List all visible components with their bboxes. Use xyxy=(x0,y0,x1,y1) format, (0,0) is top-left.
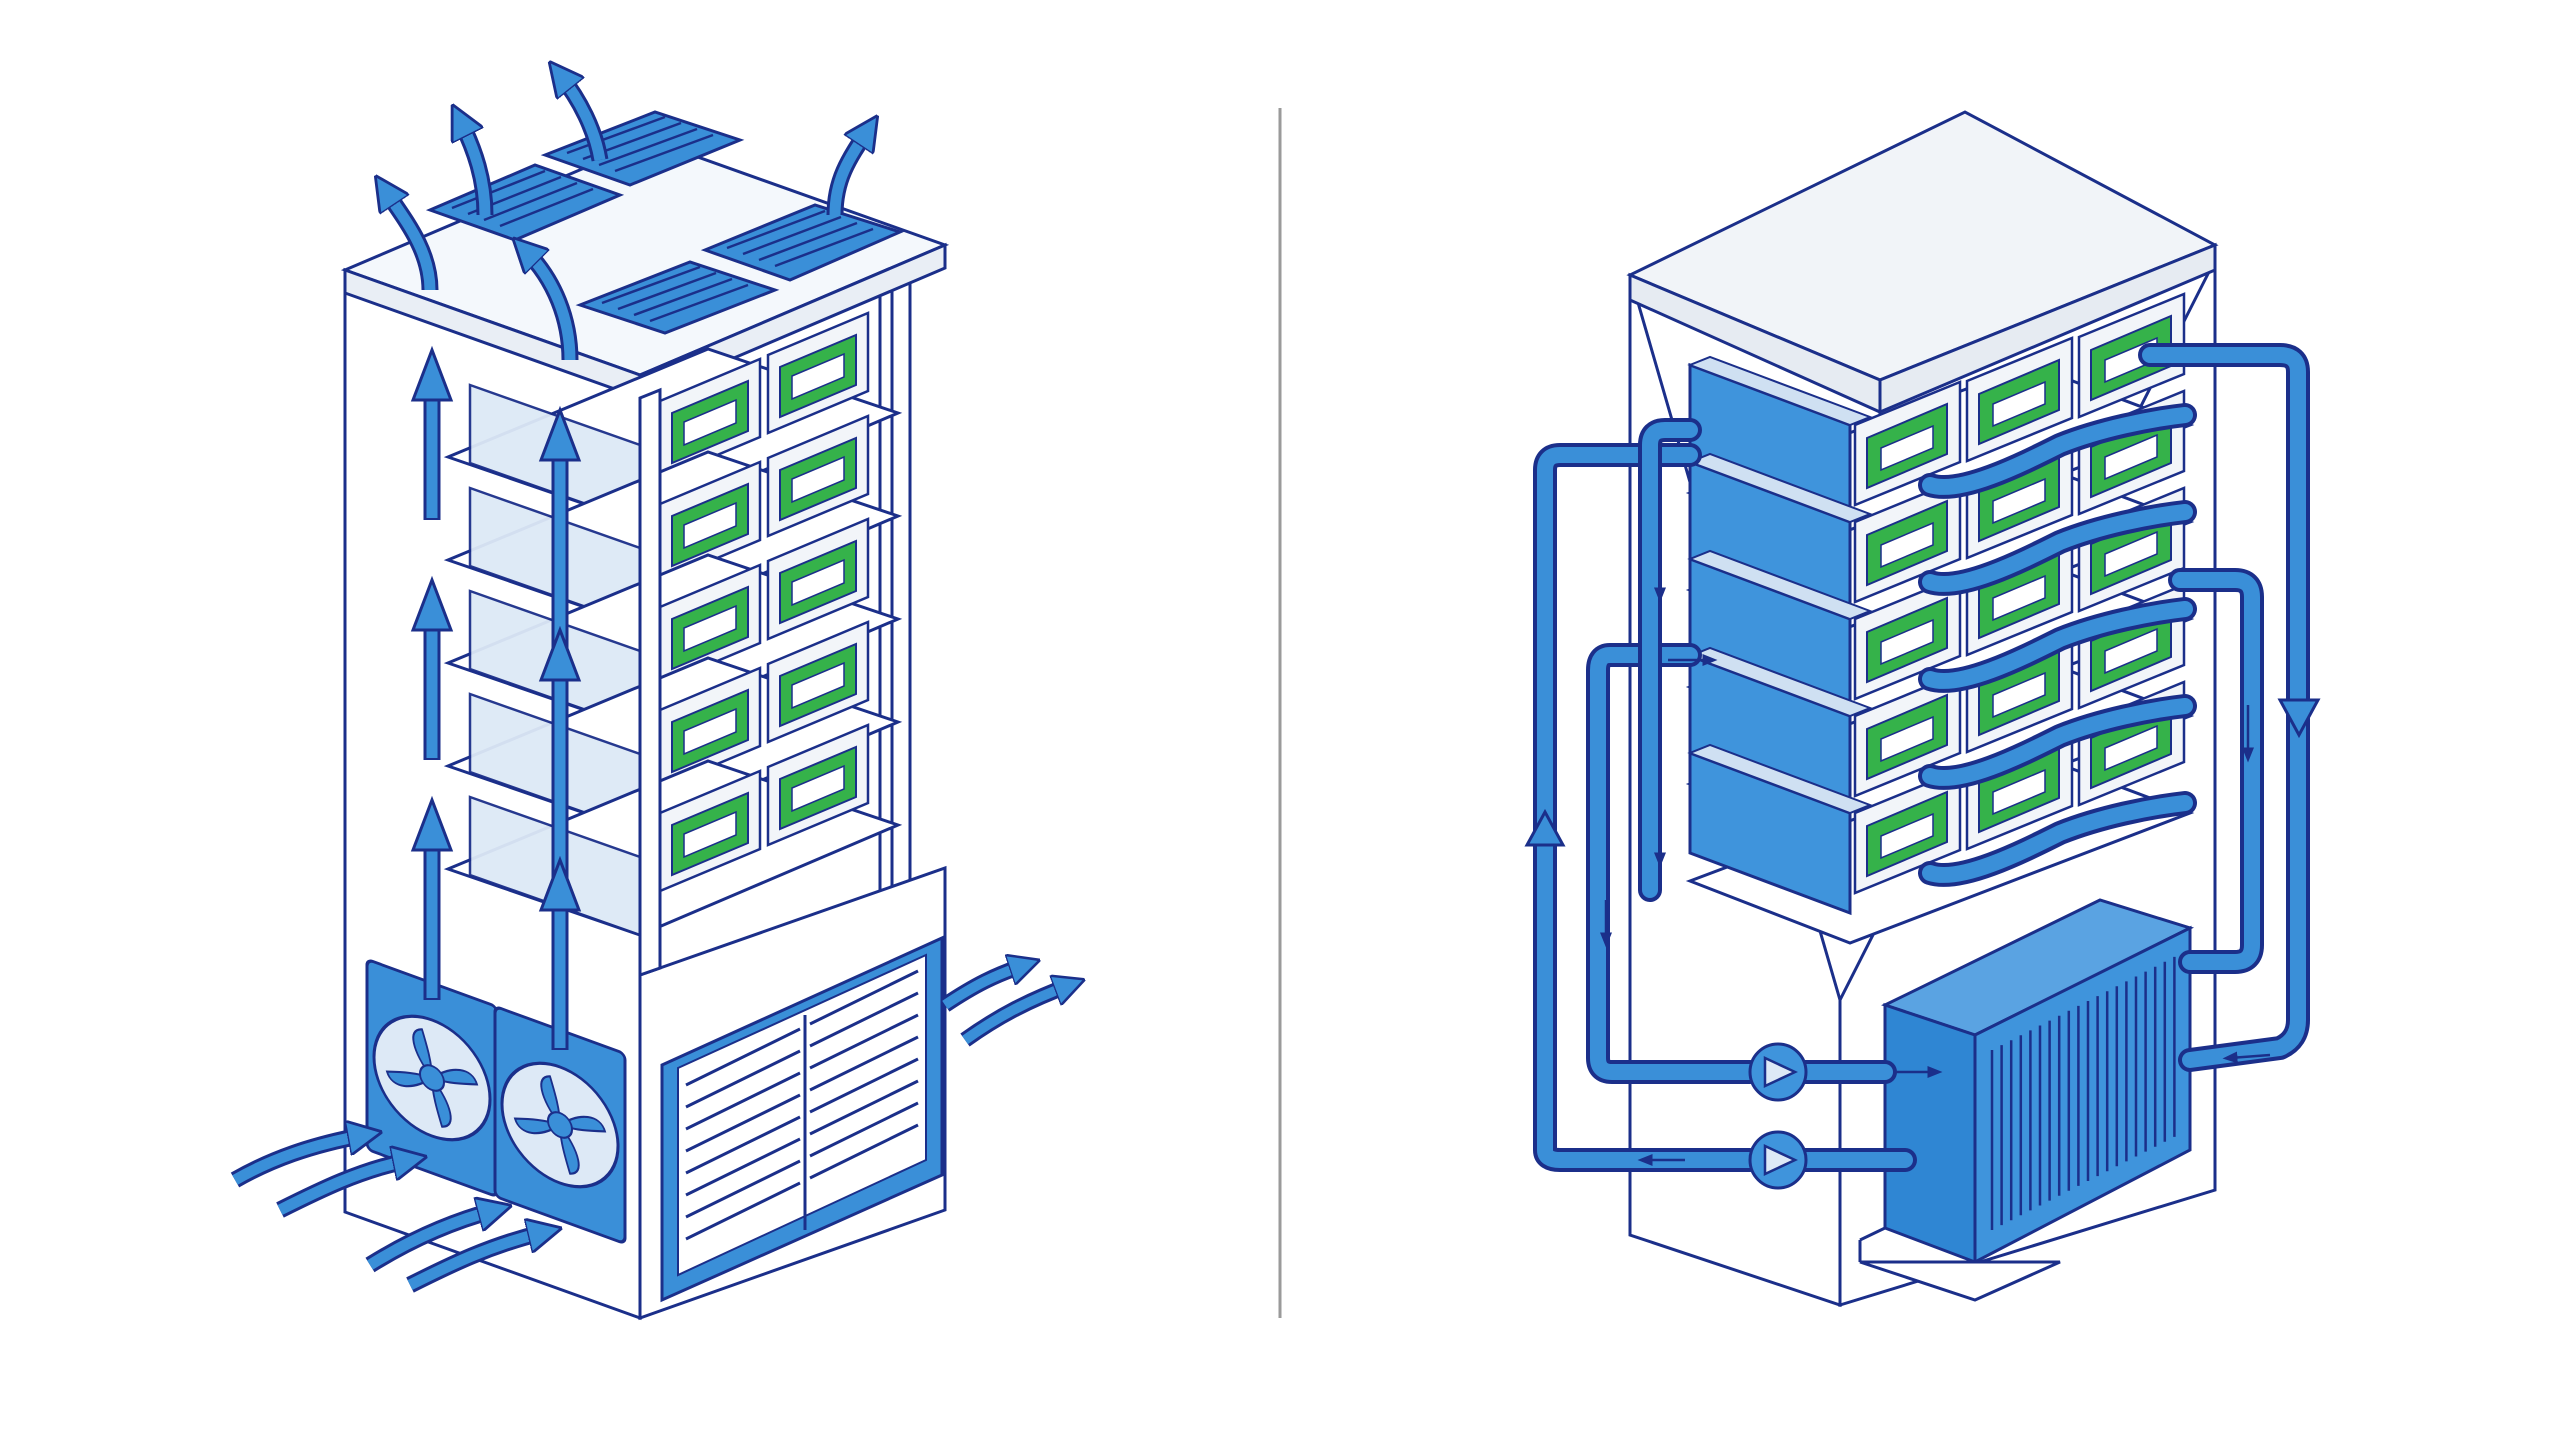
rack-rear-post xyxy=(878,233,912,971)
vent-grille-icon xyxy=(660,935,944,1303)
server-tray xyxy=(1685,680,2195,945)
louvre-slat xyxy=(685,1181,801,1241)
airflow-arrow-icon xyxy=(560,75,606,161)
louvre-slat xyxy=(685,1071,801,1131)
coolant-manifold xyxy=(1922,407,2193,495)
gpu-label-area xyxy=(791,661,845,710)
coolant-manifold xyxy=(1922,795,2193,883)
gpu-label-area xyxy=(1880,715,1934,763)
gpu-label-area xyxy=(2104,724,2158,772)
louvre-slat xyxy=(685,1093,801,1153)
vent-grille-icon xyxy=(575,260,780,335)
gpu-label-area xyxy=(1992,768,2046,816)
fan-icon xyxy=(493,1006,627,1244)
louvre-slat xyxy=(809,1123,919,1180)
gpu-label-area xyxy=(683,810,737,859)
airflow-arrow-head xyxy=(410,345,454,402)
cold-plate-top xyxy=(1687,452,1873,524)
louvre-slat xyxy=(685,1137,801,1197)
rack-top-left-edge xyxy=(1628,272,1882,415)
gpu-label-area xyxy=(1992,574,2046,622)
coolant-pipe-right-inner xyxy=(2172,572,2260,970)
airflow-arrow-icon xyxy=(829,130,868,216)
cold-plate-top xyxy=(1687,743,1873,815)
airflow-arrows-internal xyxy=(410,345,582,1050)
gpu-label-area xyxy=(1992,671,2046,719)
gpu-label-area xyxy=(1992,477,2046,525)
coolant-arrow-icon xyxy=(2222,1051,2271,1064)
pump-icon xyxy=(1748,1042,1808,1102)
coolant-manifold xyxy=(1922,698,2193,786)
coolant-arrow-icon xyxy=(2277,698,2321,739)
coolant-arrows xyxy=(1524,555,2321,1166)
airflow-arrow-head xyxy=(410,575,454,632)
airflow-arrow-icon xyxy=(232,1135,365,1185)
gpu-label-area xyxy=(1880,424,1934,472)
coolant-manifold xyxy=(1922,601,2193,689)
coolant-pipe-supply xyxy=(1590,647,1758,1080)
airflow-arrow-icon xyxy=(942,965,1025,1010)
airflow-arrows-exhaust xyxy=(385,75,868,361)
louvre-slat xyxy=(809,1079,919,1136)
airflow-arrow-head xyxy=(410,795,454,852)
gpu-label-area xyxy=(791,558,845,607)
gpu-label-area xyxy=(683,501,737,550)
cold-plate-top xyxy=(1687,646,1873,718)
coolant-pipe-right-outer xyxy=(2142,347,2306,1068)
gpu-label-area xyxy=(2104,433,2158,481)
airflow-arrows-intake xyxy=(230,1135,545,1293)
gpu-label-area xyxy=(1880,521,1934,569)
gpu-label-area xyxy=(2104,530,2158,578)
gpu-label-area xyxy=(1992,380,2046,428)
airflow-arrow-icon xyxy=(407,1232,545,1290)
airflow-arrow-icon xyxy=(962,985,1070,1045)
liquid-cooling-rack xyxy=(1524,110,2321,1308)
louvre-slat xyxy=(685,1027,801,1087)
gpu-label-area xyxy=(2104,627,2158,675)
coolant-manifold xyxy=(1922,504,2193,592)
airflow-arrow-icon xyxy=(385,190,436,291)
louvre-slat xyxy=(809,1035,919,1092)
coolant-pipe-left-inner xyxy=(1642,422,1698,898)
louvre-slat xyxy=(809,1013,919,1070)
vent-grille-icon xyxy=(540,110,745,187)
heat-exchanger-icon xyxy=(1858,898,2195,1302)
gpu-label-area xyxy=(683,604,737,653)
airflow-arrow-icon xyxy=(277,1160,410,1215)
cold-plate-top xyxy=(1687,549,1873,621)
louvre-slat xyxy=(685,1049,801,1109)
gpu-label-area xyxy=(791,352,845,401)
airflow-arrow-head xyxy=(538,855,582,912)
airflow-arrow-head xyxy=(538,405,582,462)
gpu-label-area xyxy=(791,455,845,504)
louvre-slat xyxy=(809,969,919,1026)
cold-plate-top xyxy=(1687,355,1873,427)
pump-icon xyxy=(1748,1130,1808,1190)
vent-grille-icon xyxy=(700,203,905,282)
airflow-arrow-icon xyxy=(525,250,576,361)
airflow-arrow-head xyxy=(538,625,582,682)
gpu-label-area xyxy=(683,398,737,447)
gpu-label-area xyxy=(791,764,845,813)
louvre-slat xyxy=(809,991,919,1048)
louvre-slat xyxy=(685,1159,801,1219)
gpu-label-area xyxy=(683,707,737,756)
stack-edge xyxy=(638,387,662,978)
server-stack xyxy=(443,311,903,978)
louvre-slat xyxy=(809,1101,919,1158)
top-vents xyxy=(425,110,905,335)
airflow-arrows-outlet xyxy=(940,965,1070,1047)
air-cooling-rack xyxy=(230,75,1070,1321)
airflow-arrow-icon xyxy=(460,120,491,216)
louvre-slat xyxy=(685,1115,801,1175)
airflow-arrow-icon xyxy=(367,1210,495,1270)
louvre-slat xyxy=(809,1057,919,1114)
gpu-label-area xyxy=(1880,812,1934,860)
coolant-arrow-icon xyxy=(1524,808,1566,847)
gpu-label-area xyxy=(1880,618,1934,666)
